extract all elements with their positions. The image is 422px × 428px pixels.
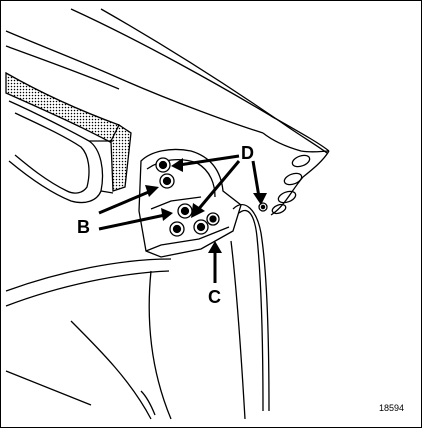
label-c: C [208, 287, 221, 307]
body-panel [5, 8, 330, 216]
wiring-harness [232, 203, 270, 412]
bolt-lower-3 [193, 219, 209, 235]
lower-door-body [5, 240, 246, 420]
bolt-lower-4 [206, 212, 220, 226]
bolt-lower-2 [169, 221, 185, 237]
reference-number: 18594 [379, 403, 404, 413]
callout-arrows [98, 154, 267, 283]
bolt-upper-2 [159, 173, 175, 189]
bolt-upper-1 [155, 157, 171, 173]
window-seal [5, 71, 132, 192]
label-b: B [77, 217, 90, 237]
hinge-plate [138, 148, 242, 258]
rear-vents [258, 154, 311, 215]
bolt-lower-1 [177, 203, 193, 219]
mirror-housing [8, 100, 114, 204]
label-d: D [241, 143, 254, 163]
